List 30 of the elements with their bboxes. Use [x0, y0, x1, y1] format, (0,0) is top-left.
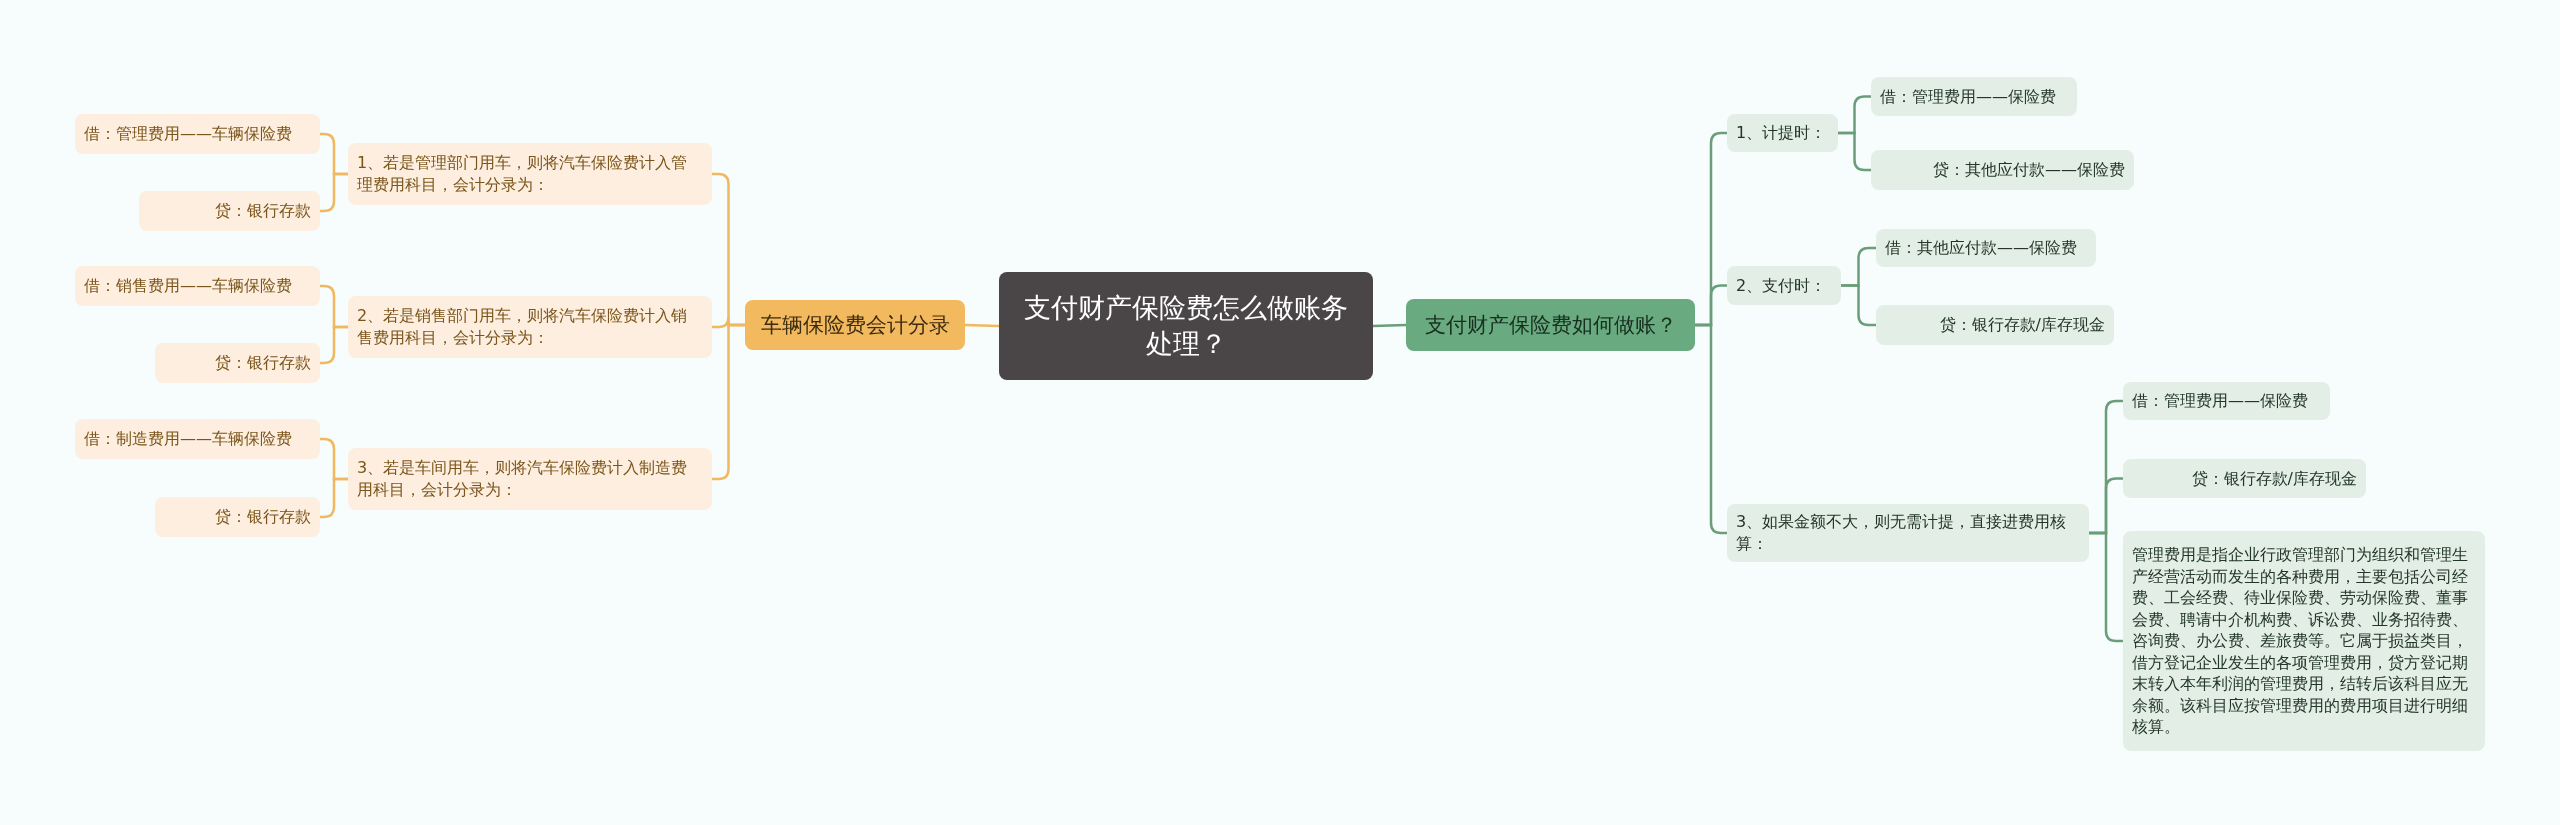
connector-line [1372, 323, 1407, 328]
subtopic-box: 1、若是管理部门用车，则将汽车保险费计入管理费用科目，会计分录为： [348, 143, 712, 205]
subtopic-box: 贷：银行存款/库存现金 [1876, 305, 2114, 345]
subtopic-box: 借：管理费用——保险费 [1871, 77, 2077, 116]
subtopic-box: 借：管理费用——车辆保险费 [75, 114, 320, 154]
subtopic-box: 2、支付时： [1727, 266, 1841, 305]
subtopic-box: 贷：银行存款 [155, 343, 320, 383]
subtopic-box: 1、计提时： [1727, 114, 1838, 152]
connector-line [320, 172, 348, 213]
subtopic-box: 借：管理费用——保险费 [2123, 382, 2330, 420]
subtopic-box: 借：制造费用——车辆保险费 [75, 419, 320, 459]
connector-line [712, 323, 745, 481]
connector-line [1841, 284, 1876, 327]
branch-topic-box: 车辆保险费会计分录 [745, 300, 965, 350]
subtopic-box: 借：销售费用——车辆保险费 [75, 266, 320, 306]
subtopic-box: 2、若是销售部门用车，则将汽车保险费计入销售费用科目，会计分录为： [348, 296, 712, 358]
subtopic-box: 贷：银行存款/库存现金 [2123, 459, 2366, 498]
subtopic-box: 贷：银行存款 [155, 497, 320, 537]
subtopic-box: 3、若是车间用车，则将汽车保险费计入制造费用科目，会计分录为： [348, 448, 712, 510]
subtopic-box: 借：其他应付款——保险费 [1876, 229, 2096, 267]
subtopic-box: 管理费用是指企业行政管理部门为组织和管理生产经营活动而发生的各种费用，主要包括公司经费、工会经费、待业保险费、劳动保险费、董事会费、聘请中介机构费、诉讼费、业务招待费、咨询费、办公费、差旅费等。它属于损益类目，借方登记企业发生的各项管理费用，贷方登记期末转入本年利润的管理费用，结转后该科目应无余额。该科目应按管理费用的费用项目进行明细核算。 [2123, 531, 2485, 751]
connector-line [320, 325, 348, 365]
subtopic-box: 贷：银行存款 [139, 191, 320, 231]
branch-topic-box: 支付财产保险费如何做账？ [1406, 299, 1695, 351]
connector-line [964, 323, 1000, 328]
connector-line [320, 477, 348, 519]
subtopic-box: 3、如果金额不大，则无需计提，直接进费用核算： [1727, 504, 2089, 562]
connector-line [1838, 131, 1871, 172]
central-topic-box: 支付财产保险费怎么做账务处理？ [999, 272, 1373, 380]
subtopic-box: 贷：其他应付款——保险费 [1871, 150, 2134, 190]
